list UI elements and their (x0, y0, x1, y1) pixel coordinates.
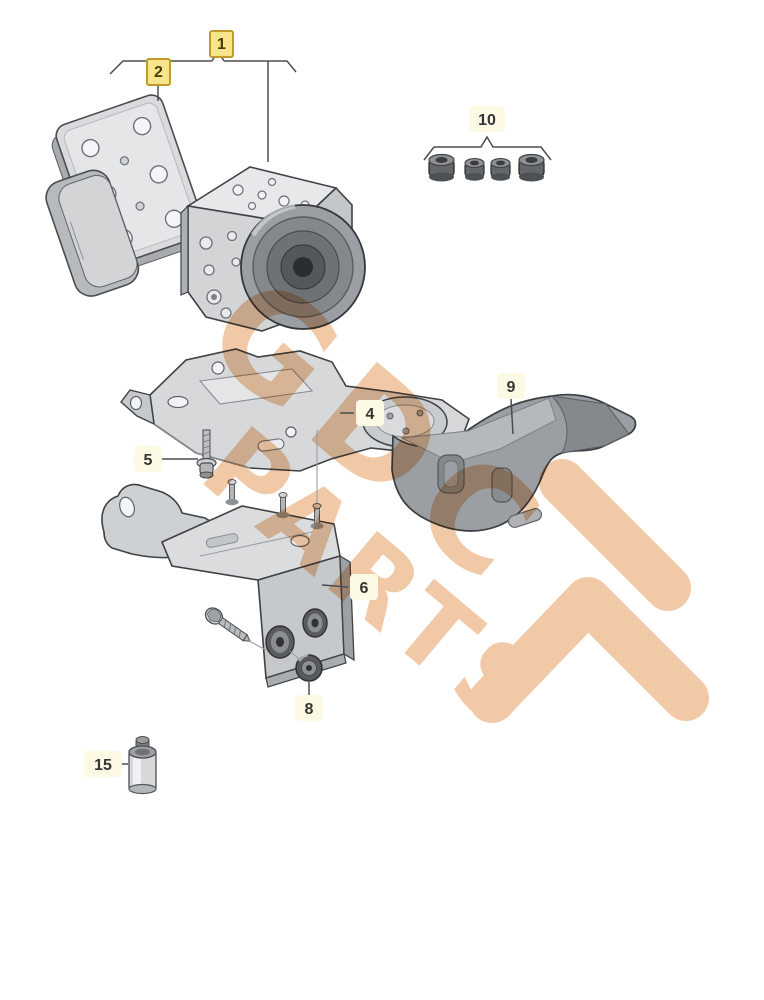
callout-6-number: 6 (360, 580, 369, 597)
callout-8: 8 (295, 695, 323, 721)
callout-6-box (350, 574, 378, 600)
callout-10-number: 10 (478, 112, 496, 129)
watermark: GDC PARTS (176, 246, 709, 760)
callout-9-box (497, 373, 525, 399)
callout-1-box (209, 30, 234, 58)
callout-2-box (146, 58, 171, 86)
callout-6: 6 (350, 574, 378, 600)
callout-15-number: 15 (94, 757, 112, 774)
callout-5: 5 (134, 446, 162, 472)
callout-2: 2 (146, 58, 171, 86)
callout-4-box (356, 400, 384, 426)
part-support-bracket (101, 479, 355, 688)
callout-5-number: 5 (144, 452, 153, 469)
callout-1-number: 1 (217, 36, 226, 53)
part-tapping-screw (204, 607, 251, 642)
callout-9-number: 9 (507, 379, 516, 396)
callout-2-number: 2 (154, 64, 163, 81)
part-dowel-sleeve (128, 736, 157, 795)
part-screw (196, 429, 217, 479)
part-nut-grommet (295, 653, 323, 682)
callout-15-box (84, 751, 122, 777)
part-cover-bracket (391, 393, 637, 532)
watermark-accent-glyph (469, 459, 709, 723)
callout-4-number: 4 (366, 406, 375, 423)
callout-10: 10 (469, 106, 505, 132)
part-control-module (45, 94, 206, 297)
part-grommet-set (428, 153, 545, 182)
callout-8-box (295, 695, 323, 721)
callout-10-box (469, 106, 505, 132)
callout-15: 15 (84, 751, 122, 777)
callout-8-number: 8 (305, 701, 314, 718)
callout-1: 1 (209, 30, 234, 58)
callout-lines (109, 49, 552, 765)
callout-9: 9 (497, 373, 525, 399)
part-hydraulic-unit (180, 166, 366, 332)
assembly-lines (248, 430, 318, 660)
callout-5-box (134, 446, 162, 472)
callout-4: 4 (356, 400, 384, 426)
